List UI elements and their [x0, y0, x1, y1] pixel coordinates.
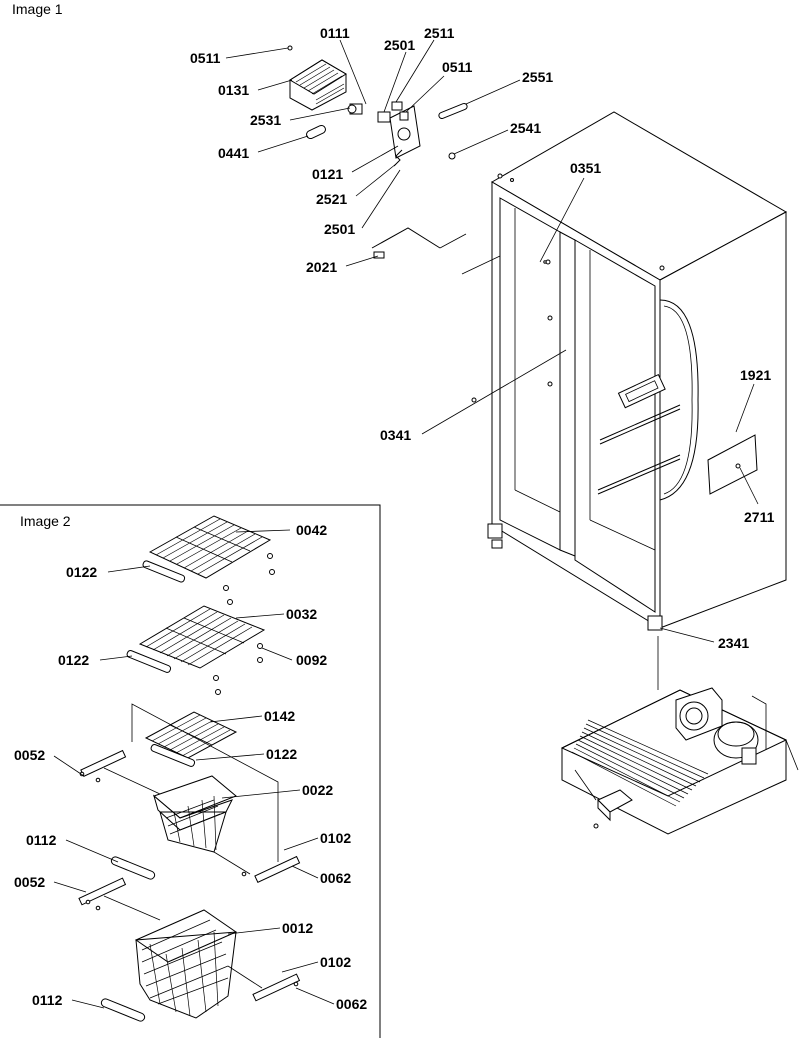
figure-1-title: Image 1 [12, 1, 63, 17]
callout-label: 0122 [266, 746, 297, 762]
figure-2-callouts: 0042 0122 0032 0122 0092 0142 0052 0122 … [14, 522, 367, 1012]
callout-label: 0441 [218, 145, 249, 161]
fan-assembly-parts [289, 59, 501, 275]
cover-bar-upper [110, 856, 156, 880]
callout-label: 0142 [264, 708, 295, 724]
callout-label: 2501 [384, 37, 415, 53]
figure-2-frame [0, 504, 381, 1038]
figure-1-callouts: 0511 0111 2501 2511 0511 2551 0131 2531 … [190, 25, 775, 651]
callout-label: 0052 [14, 747, 45, 763]
callout-label: 0511 [190, 50, 221, 66]
callout-label: 0112 [26, 832, 57, 848]
callout-label: 0511 [442, 59, 473, 75]
callout-label: 0032 [286, 606, 317, 622]
callout-label: 0351 [570, 160, 601, 176]
callout-label: 0121 [312, 166, 343, 182]
refrigerator-cabinet [487, 111, 788, 631]
callout-label: 0111 [320, 25, 350, 41]
wire-basket-lower [134, 909, 263, 1019]
figure-1-leaders [225, 39, 759, 643]
callout-label: 0112 [32, 992, 63, 1008]
callout-label: 2341 [718, 635, 749, 651]
callout-label: 2501 [324, 221, 355, 237]
figure-2-title: Image 2 [20, 513, 71, 529]
compressor-base-assembly [560, 636, 799, 835]
callout-label: 0341 [380, 427, 411, 443]
callout-label: 1921 [740, 367, 771, 383]
callout-label: 2541 [510, 120, 541, 136]
callout-label: 0122 [58, 652, 89, 668]
callout-label: 2021 [306, 259, 337, 275]
callout-label: 0052 [14, 874, 45, 890]
figure-2-leaders [53, 529, 335, 1009]
callout-label: 2511 [424, 25, 455, 41]
callout-label: 0102 [320, 954, 351, 970]
callout-label: 0062 [320, 870, 351, 886]
wire-shelf-middle [126, 605, 266, 695]
wire-shelf-small [131, 703, 279, 862]
callout-label: 2531 [250, 112, 281, 128]
callout-label: 0102 [320, 830, 351, 846]
callout-label: 0012 [282, 920, 313, 936]
wire-shelf-upper [142, 515, 275, 605]
slide-rails-upper [79, 749, 301, 884]
callout-label: 0131 [218, 82, 249, 98]
slide-rails-lower [78, 877, 301, 1002]
cover-bar-lower [100, 998, 146, 1022]
callout-label: 0122 [66, 564, 97, 580]
callout-label: 0062 [336, 996, 367, 1012]
callout-label: 0092 [296, 652, 327, 668]
access-cover-part [707, 434, 758, 495]
callout-label: 2711 [744, 509, 775, 525]
callout-label: 0022 [302, 782, 333, 798]
callout-label: 0042 [296, 522, 327, 538]
wire-basket-upper [153, 775, 251, 875]
callout-label: 2521 [316, 191, 347, 207]
callout-label: 2551 [522, 69, 553, 85]
